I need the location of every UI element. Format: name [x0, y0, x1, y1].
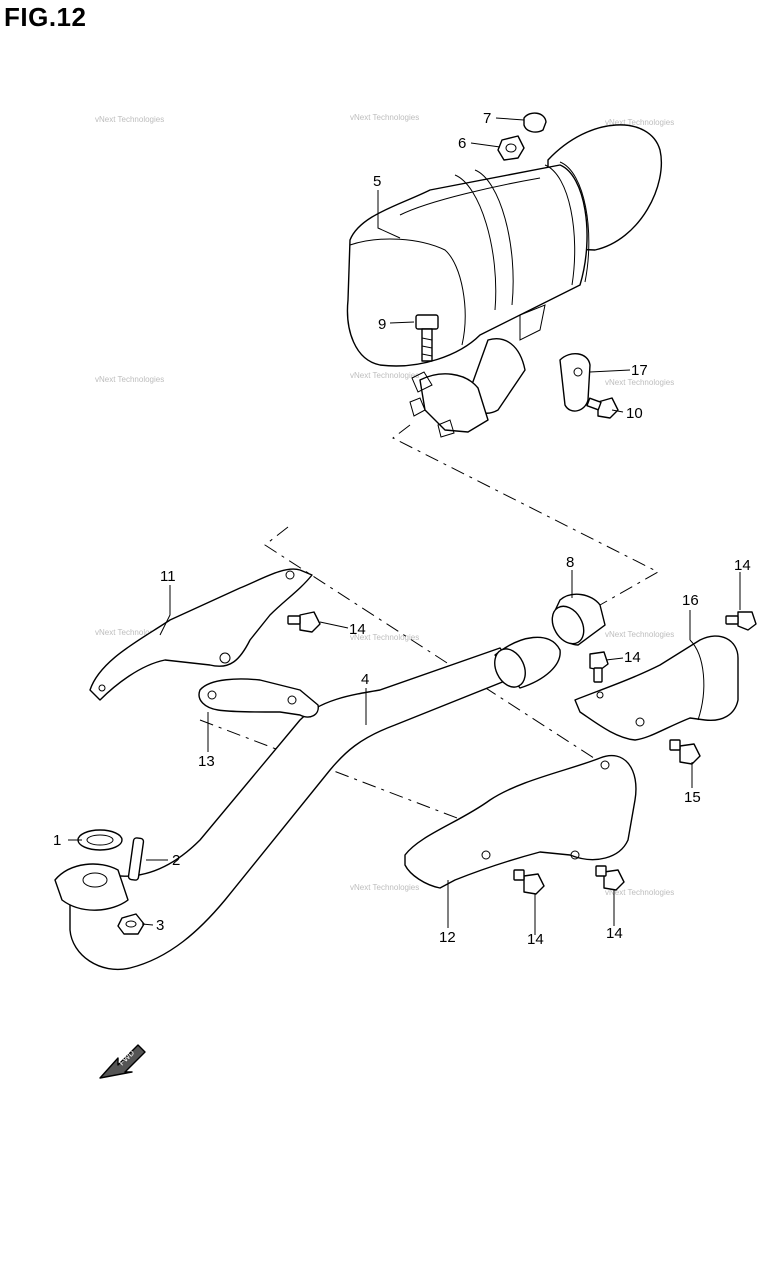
callout-1: 1	[53, 832, 61, 849]
watermark: vNext Technologies	[350, 883, 419, 892]
callout-11: 11	[160, 568, 176, 585]
callout-9: 9	[378, 316, 386, 333]
watermark: vNext Technologies	[605, 118, 674, 127]
callout-16: 16	[682, 592, 699, 609]
bolt-part-14	[513, 869, 545, 895]
assembly-lines	[199, 424, 660, 843]
callout-2: 2	[172, 852, 180, 869]
sleeve-part-8	[551, 593, 606, 646]
callout-15: 15	[684, 789, 701, 806]
bolt-part-14	[589, 651, 609, 683]
stud-part-2	[127, 837, 145, 881]
bracket-part-17	[559, 353, 591, 412]
figure-title: FIG.12	[4, 2, 87, 32]
watermark: vNext Technologies	[605, 378, 674, 387]
heat-shield-part-12	[404, 754, 637, 889]
bolt-part-15	[669, 739, 701, 765]
nut-part-6	[497, 135, 525, 161]
bolt-part-14	[287, 611, 321, 633]
exhaust-pipe-part-4	[54, 636, 561, 971]
bolt-part-10	[586, 397, 619, 419]
callout-8: 8	[566, 554, 574, 571]
watermark: vNext Technologies	[95, 115, 164, 124]
callout-labels: 7 6 5 9 17 10 8 14 11 16 14 14 4 13 15 1…	[53, 110, 751, 948]
callout-10: 10	[626, 405, 643, 422]
callout-17: 17	[631, 362, 648, 379]
watermark: vNext Technologies	[605, 888, 674, 897]
bracket-part-13	[198, 678, 319, 718]
watermark: vNext Technologies	[350, 371, 419, 380]
watermark: vNext Technologies	[95, 375, 164, 384]
clip-part-7	[523, 112, 547, 133]
bracket-part-11	[89, 568, 313, 701]
leader-lines	[68, 117, 741, 935]
nut-part-3	[117, 913, 145, 935]
callout-14e: 14	[606, 925, 623, 942]
fwd-arrow: FWD	[99, 1044, 146, 1079]
callout-13: 13	[198, 753, 215, 770]
callout-3: 3	[156, 917, 164, 934]
callout-14d: 14	[527, 931, 544, 948]
watermark: vNext Technologies	[350, 113, 419, 122]
assembly-line-heatshield	[264, 526, 601, 763]
watermark: vNext Technologies	[95, 628, 164, 637]
gasket-part-1	[77, 829, 123, 851]
bolt-part-14	[725, 611, 757, 631]
callout-14a: 14	[734, 557, 751, 574]
callout-7: 7	[483, 110, 491, 127]
callout-4: 4	[361, 671, 369, 688]
assembly-line-muffler	[392, 424, 660, 606]
callout-5: 5	[373, 173, 381, 190]
muffler-part-5	[346, 124, 662, 438]
watermark: vNext Technologies	[350, 633, 419, 642]
heat-shield-part-16	[574, 635, 739, 741]
bolt-part-14	[595, 865, 625, 891]
bolt-part-9	[415, 314, 439, 362]
bracket-hole	[573, 367, 583, 377]
callout-14b: 14	[349, 621, 366, 638]
watermark: vNext Technologies	[605, 630, 674, 639]
callout-6: 6	[458, 135, 466, 152]
callout-14c: 14	[624, 649, 641, 666]
callout-12: 12	[439, 929, 456, 946]
